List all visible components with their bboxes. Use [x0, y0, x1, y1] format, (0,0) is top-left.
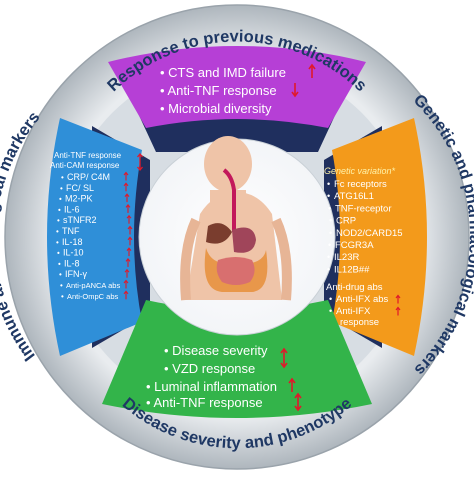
bullet-icon: • [57, 216, 60, 225]
digestive-system-icon [204, 168, 268, 292]
left-header-0: Anti-TNF response [54, 151, 122, 160]
up-arrow-icon [124, 193, 130, 203]
bullet-icon: • [61, 173, 64, 182]
bottom-item-2: • Luminal inflammation [146, 379, 277, 394]
up-arrow-icon [123, 279, 129, 289]
bullet-icon: • [58, 259, 61, 268]
bullet-icon: • [327, 264, 330, 274]
bullet-icon: • [328, 203, 331, 213]
top-item-2: • Microbial diversity [160, 101, 272, 116]
genetic-heading: Genetic variation* [324, 166, 396, 176]
genetic-item-1: ATG16L1 [334, 191, 374, 202]
left-header-1: Anti-CAM response [50, 161, 120, 170]
updown-arrow-icon [280, 347, 288, 369]
bullet-icon: • [329, 306, 332, 316]
left-item-5: TNF [62, 226, 80, 236]
bullet-icon: • [58, 205, 61, 214]
up-arrow-icon [124, 268, 130, 278]
bullet-icon: • [327, 191, 330, 201]
bullet-icon: • [328, 240, 331, 250]
left-item-0: CRP/ C4M [67, 172, 110, 182]
up-arrow-icon [125, 204, 131, 213]
up-arrow-icon [123, 182, 129, 192]
top-item-1: • Anti-TNF response [160, 83, 277, 98]
genetic-item-6: IL23R [334, 252, 359, 263]
up-arrow-icon [123, 290, 129, 300]
drug-item-0: Anti-IFX abs [336, 294, 389, 305]
left-panel [47, 118, 142, 356]
bullet-icon: • [61, 292, 64, 301]
left-item-10: Anti-pANCA abs [66, 281, 120, 290]
left-item-7: IL-10 [63, 248, 84, 258]
up-arrow-icon [123, 171, 129, 181]
left-item-11: Anti-OmpC abs [67, 292, 119, 301]
right-panel [332, 118, 427, 356]
left-item-2: M2-PK [65, 194, 93, 204]
bullet-icon: • [56, 238, 59, 247]
bullet-icon: • [56, 227, 59, 236]
bullet-icon: • [60, 184, 63, 193]
updown-arrow-icon [294, 392, 302, 412]
down-arrow-icon [291, 83, 299, 98]
bottom-item-0: • Disease severity [164, 343, 268, 358]
genetic-item-7: IL12B## [334, 264, 370, 275]
left-panel-list: Anti-TNF response Anti-CAM response CRP/… [50, 151, 143, 301]
bullet-icon: • [329, 216, 332, 226]
top-panel [108, 46, 366, 128]
up-arrow-icon [308, 63, 316, 78]
up-arrow-icon [127, 225, 133, 235]
left-item-8: IL-8 [64, 258, 80, 268]
bullet-icon: • [59, 270, 62, 279]
up-arrow-icon [127, 236, 133, 246]
genetic-item-0: Fc receptors [334, 179, 387, 190]
top-item-0: • CTS and IMD failure [160, 65, 286, 80]
bullet-icon: • [60, 281, 63, 290]
up-arrow-icon [395, 294, 401, 304]
genetic-item-2: TNF-receptor [335, 203, 391, 214]
left-item-1: FC/ SL [66, 183, 94, 193]
up-arrow-icon [126, 247, 132, 257]
bullet-icon: • [59, 195, 62, 204]
left-item-6: IL-18 [62, 237, 83, 247]
bullet-icon: • [329, 228, 332, 238]
up-arrow-icon [126, 214, 132, 224]
genetic-item-5: FCGR3A [335, 240, 374, 251]
drug-item-2: response [340, 317, 379, 328]
bottom-item-3: • Anti-TNF response [146, 395, 263, 410]
up-arrow-icon [395, 306, 401, 316]
top-panel-list: • CTS and IMD failure • Anti-TNF respons… [160, 63, 316, 116]
genetic-item-4: NOD2/CARD15 [336, 228, 403, 239]
genetic-item-3: CRP [336, 216, 356, 227]
bottom-panel [102, 300, 372, 418]
bullet-icon: • [327, 252, 330, 262]
left-item-9: IFN-γ [65, 269, 87, 279]
drug-item-1: Anti-IFX [336, 306, 371, 317]
bullet-icon: • [327, 179, 330, 189]
bullet-icon: • [329, 294, 332, 304]
bullet-icon: • [57, 249, 60, 258]
up-arrow-icon [125, 258, 131, 267]
right-panel-list: Genetic variation* •Fc receptors•ATG16L1… [324, 166, 403, 328]
updown-arrow-icon [137, 152, 143, 172]
drug-heading: Anti-drug abs [326, 282, 383, 293]
bottom-item-1: • VZD response [164, 361, 255, 376]
bottom-panel-list: • Disease severity • VZD response • Lumi… [146, 343, 302, 412]
left-item-3: IL-6 [64, 204, 80, 214]
left-item-4: sTNFR2 [63, 215, 97, 225]
up-arrow-icon [288, 377, 296, 392]
